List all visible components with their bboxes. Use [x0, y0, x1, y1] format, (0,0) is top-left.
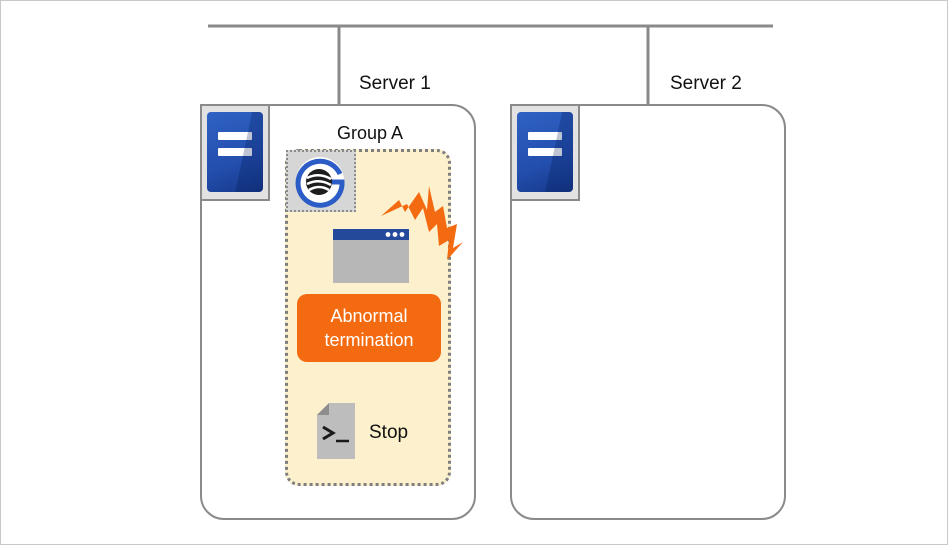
group-label: Group A: [337, 123, 404, 143]
application-window-icon: [333, 229, 409, 283]
logo-tile: [286, 150, 356, 212]
server-1-label: Server 1: [359, 73, 431, 94]
server-2-box: [510, 104, 786, 520]
server-2-icon-tile: [510, 104, 580, 201]
server-icon: [207, 112, 263, 192]
lightning-alert-icon: [381, 186, 463, 260]
script-file-icon: [317, 403, 355, 459]
server-2-label: Server 2: [670, 73, 742, 94]
server-1-icon-tile: [200, 104, 270, 201]
abnormal-termination-status: Abnormal termination: [297, 294, 441, 362]
stop-script-label: Stop: [369, 422, 409, 443]
server-icon: [517, 112, 573, 192]
clusterpro-logo-icon: [295, 157, 345, 208]
